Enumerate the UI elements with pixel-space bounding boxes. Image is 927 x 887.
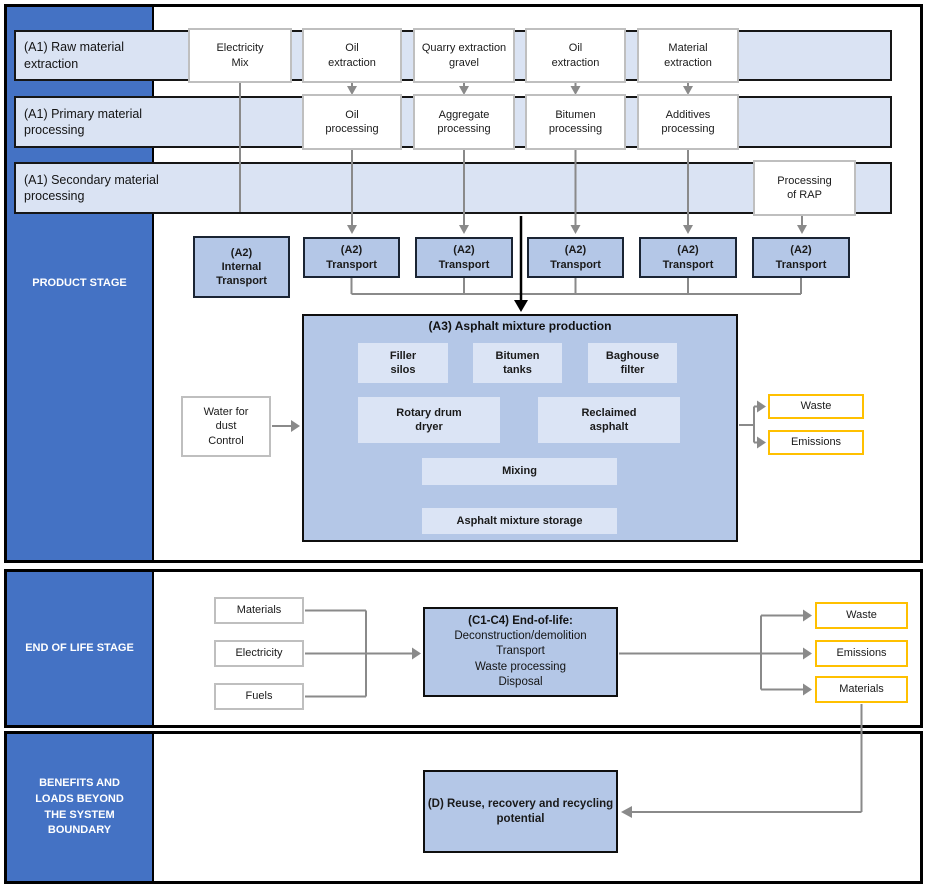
a3-production-title: (A3) Asphalt mixture production: [428, 319, 612, 333]
transport-box-2: (A2) Transport: [415, 237, 513, 278]
sidebar-end-of-life: END OF LIFE STAGE: [7, 572, 154, 725]
output-waste-product: Waste: [768, 394, 864, 419]
eol-input-electricity: Electricity: [214, 640, 304, 667]
transport-box-internal: (A2) Internal Transport: [193, 236, 290, 298]
row-secondary-material-processing: (A1) Secondary material processing: [14, 162, 892, 214]
transport-box-4: (A2) Transport: [639, 237, 737, 278]
eol-output-materials: Materials: [815, 676, 908, 703]
proc-box-bitumen-processing: Bitumen processing: [525, 94, 626, 150]
a3-unit-bitumen-tanks: Bitumen tanks: [473, 343, 562, 383]
raw-box-electricity-mix: Electricity Mix: [188, 28, 292, 83]
raw-box-material-extraction: Material extraction: [637, 28, 739, 83]
transport-box-5: (A2) Transport: [752, 237, 850, 278]
c1-c4-title: (C1-C4) End-of-life:: [468, 615, 573, 628]
c1-c4-end-of-life-box: (C1-C4) End-of-life: Deconstruction/demo…: [423, 607, 618, 697]
a3-unit-asphalt-mixture-storage: Asphalt mixture storage: [422, 508, 617, 534]
a3-unit-rotary-drum-dryer: Rotary drum dryer: [358, 397, 500, 443]
proc-box-oil-processing: Oil processing: [302, 94, 402, 150]
a3-unit-baghouse-filter: Baghouse filter: [588, 343, 677, 383]
transport-box-3: (A2) Transport: [527, 237, 624, 278]
a3-unit-mixing: Mixing: [422, 458, 617, 485]
proc-box-aggregate-processing: Aggregate processing: [413, 94, 515, 150]
sidebar-product-stage: PRODUCT STAGE: [7, 7, 154, 560]
eol-input-materials: Materials: [214, 597, 304, 624]
a3-unit-filler-silos: Filler silos: [358, 343, 448, 383]
sidebar-benefits: BENEFITS AND LOADS BEYOND THE SYSTEM BOU…: [7, 734, 154, 881]
proc-box-additives-processing: Additives processing: [637, 94, 739, 150]
eol-output-waste: Waste: [815, 602, 908, 629]
d-reuse-recovery-box: (D) Reuse, recovery and recycling potent…: [423, 770, 618, 853]
raw-box-oil-extraction-2: Oil extraction: [525, 28, 626, 83]
a3-unit-reclaimed-asphalt: Reclaimed asphalt: [538, 397, 680, 443]
output-emissions-product: Emissions: [768, 430, 864, 455]
raw-box-quarry-extraction: Quarry extraction gravel: [413, 28, 515, 83]
c1-c4-steps: Deconstruction/demolition Transport Wast…: [454, 630, 587, 688]
eol-output-emissions: Emissions: [815, 640, 908, 667]
raw-box-oil-extraction-1: Oil extraction: [302, 28, 402, 83]
secondary-box-processing-of-rap: Processing of RAP: [753, 160, 856, 216]
eol-input-fuels: Fuels: [214, 683, 304, 710]
water-for-dust-control-box: Water for dust Control: [181, 396, 271, 457]
transport-box-1: (A2) Transport: [303, 237, 400, 278]
